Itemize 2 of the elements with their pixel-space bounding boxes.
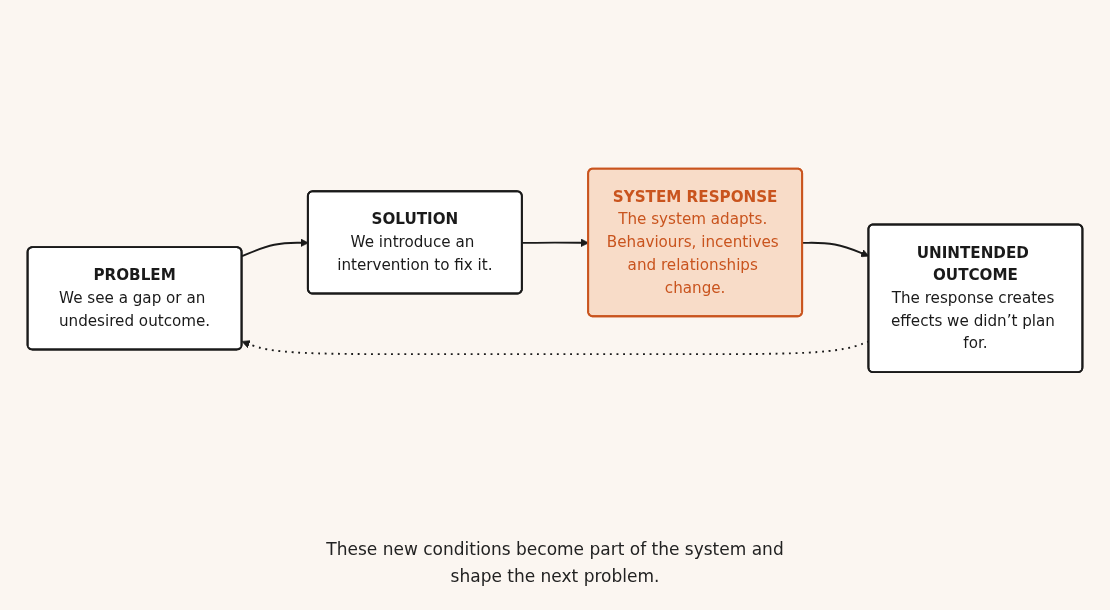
arrow [521,239,589,248]
caption-text: These new conditions become part of the system and shape the next problem. [325,537,785,588]
